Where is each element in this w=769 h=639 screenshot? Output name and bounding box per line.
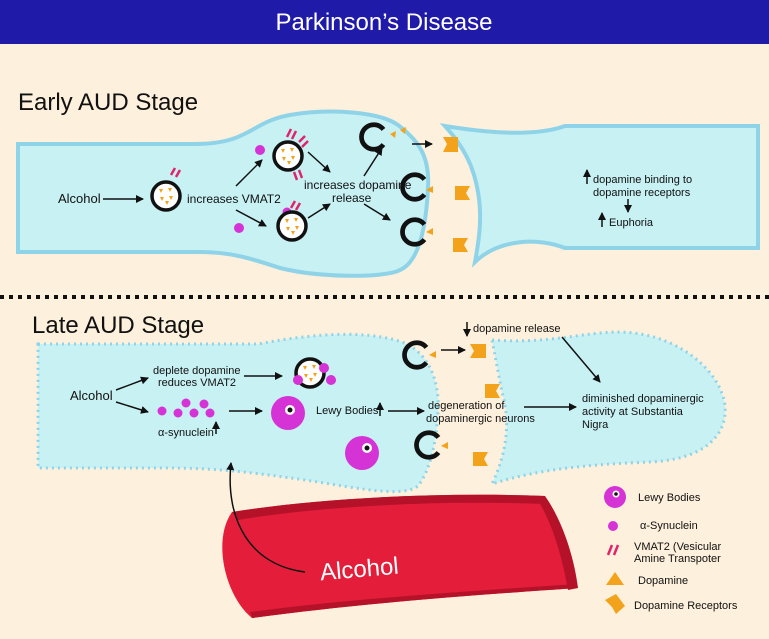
- late-alcohol-label: Alcohol: [70, 388, 113, 403]
- degen-line1: degeneration of: [428, 400, 505, 412]
- late-synuclein-cluster: [157, 398, 215, 418]
- early-arrow-up: [235, 159, 263, 187]
- binding-line1: dopamine binding to: [593, 174, 692, 186]
- late-dopamine: [429, 351, 436, 358]
- vessel-to-neuron-arrow: [226, 462, 306, 573]
- early-arrow-down: [235, 209, 267, 227]
- late-synuclein-on-vesicle: [319, 363, 329, 373]
- early-receptor-3: [453, 238, 468, 252]
- early-dopamine: [400, 127, 406, 134]
- increases-vmat2-label: increases VMAT2: [187, 192, 281, 206]
- legend-vmat2-line1: VMAT2 (Vesicular: [634, 541, 722, 553]
- diminished-line3: Nigra: [582, 419, 609, 431]
- legend-receptor-icon: [605, 594, 625, 614]
- late-receptor-2: [485, 384, 500, 398]
- late-arrow-lower: [115, 401, 149, 414]
- early-postsynaptic-neuron: [439, 123, 760, 268]
- legend-vmat2-icon: [606, 544, 620, 556]
- legend-synuclein-label: α-Synuclein: [640, 520, 698, 532]
- late-synuclein-on-vesicle: [293, 375, 303, 385]
- increases-release-line1: increases dopamine: [304, 178, 412, 192]
- title-bar: [0, 0, 769, 44]
- synuclein-label: α-synuclein: [158, 427, 214, 439]
- early-vmat2-2: [285, 128, 309, 181]
- increases-release-line2: release: [332, 191, 372, 205]
- deplete-line2: reduces VMAT2: [158, 377, 236, 389]
- early-stage-heading: Early AUD Stage: [18, 89, 198, 116]
- legend-dopamine-label: Dopamine: [638, 575, 688, 587]
- late-receptor-1: [470, 344, 486, 358]
- early-receptor-2: [455, 186, 470, 200]
- page-title: Parkinson’s Disease: [276, 9, 493, 36]
- early-dopamine: [426, 228, 433, 235]
- deplete-line1: deplete dopamine: [153, 365, 240, 377]
- early-synuclein-2: [234, 223, 244, 233]
- legend-vmat2-line2: Amine Transpoter: [634, 553, 721, 565]
- early-arrow-release-up: [363, 147, 383, 177]
- degen-line2: dopaminergic neurons: [426, 413, 535, 425]
- early-synuclein-1: [255, 145, 265, 155]
- euphoria-label: Euphoria: [609, 217, 654, 229]
- early-vmat2-1: [169, 167, 182, 178]
- blood-vessel: [222, 494, 578, 618]
- legend-lewy-label: Lewy Bodies: [638, 492, 701, 504]
- late-synuclein-on-vesicle: [326, 375, 336, 385]
- late-arrow-upper: [115, 376, 149, 391]
- late-receptor-3: [473, 452, 488, 466]
- early-vmat2-3: [289, 200, 302, 211]
- late-stage-heading: Late AUD Stage: [32, 312, 204, 339]
- late-lewy-body-1: [271, 396, 305, 430]
- late-presynaptic-neuron: [36, 332, 440, 493]
- early-receptor-1: [443, 137, 458, 152]
- late-lewy-body-2: [345, 436, 379, 470]
- legend-receptor-label: Dopamine Receptors: [634, 600, 738, 612]
- early-presynaptic-neuron: [16, 109, 431, 278]
- lewy-bodies-label: Lewy Bodies: [316, 405, 379, 417]
- early-vesicle-3: [276, 210, 308, 242]
- late-dopamine: [441, 442, 448, 449]
- early-alcohol-label: Alcohol: [58, 191, 101, 206]
- late-release-label: dopamine release: [473, 323, 560, 335]
- early-dopamine: [390, 131, 396, 138]
- early-vesicle-2: [272, 140, 304, 172]
- release-to-diminished-arrow: [561, 336, 601, 383]
- binding-line2: dopamine receptors: [593, 187, 691, 199]
- early-arrow-to-release-1: [307, 151, 331, 173]
- early-dopamine: [426, 186, 433, 193]
- legend-lewy-icon: [604, 486, 626, 508]
- diminished-line1: diminished dopaminergic: [582, 393, 704, 405]
- legend-synuclein-icon: [608, 521, 618, 531]
- legend: Lewy Bodies α-Synuclein VMAT2 (Vesicular…: [604, 486, 738, 614]
- early-arrow-to-release-2: [307, 203, 331, 219]
- early-vesicle-1: [150, 180, 182, 212]
- diminished-line2: activity at Substantia: [582, 406, 684, 418]
- late-postsynaptic-neuron: [489, 330, 727, 487]
- early-arrow-release-down: [363, 203, 391, 221]
- legend-dopamine-icon: [606, 572, 624, 585]
